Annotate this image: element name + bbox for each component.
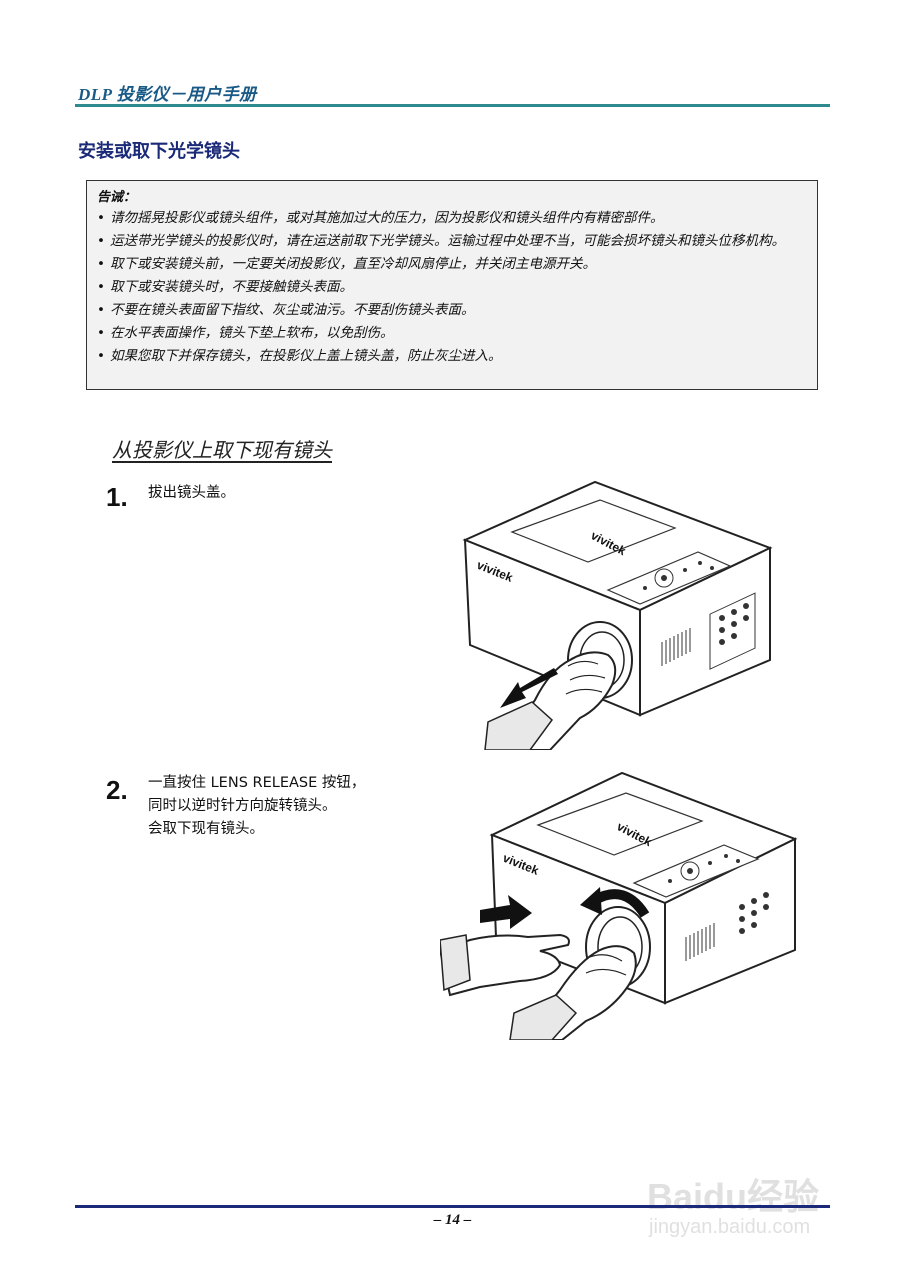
warning-label: 告诫： (97, 190, 137, 205)
step-1-number: 1. (106, 482, 128, 512)
step-1-text: 拔出镜头盖。 (148, 482, 235, 505)
warning-item: 如果您取下并保存镜头，在投影仪上盖上镜头盖，防止灰尘进入。 (97, 346, 807, 366)
watermark: Baidu经验 jingyan.baidu.com (643, 1150, 853, 1250)
warning-item: 取下或安装镜头时，不要接触镜头表面。 (97, 277, 807, 297)
projector-lens-cap-illustration: vivitek vivitek (462, 480, 773, 750)
watermark-url: jingyan.baidu.com (649, 1216, 811, 1238)
step-2-line: 会取下现有镜头。 (148, 821, 264, 837)
page-number: – 14 – (433, 1212, 472, 1228)
footer-rule (75, 1205, 830, 1208)
header-rule (75, 104, 830, 107)
warning-item: 不要在镜头表面留下指纹、灰尘或油污。不要刮伤镜头表面。 (97, 300, 807, 320)
step-2-line: 同时以逆时针方向旋转镜头。 (148, 798, 337, 814)
projector-lens-release-illustration: vivitek vivitek (440, 771, 798, 1040)
watermark-brand: Baidu经验 (647, 1176, 820, 1217)
header-title: DLP 投影仪－用户手册 (78, 85, 257, 104)
warning-item: 在水平表面操作，镜头下垫上软布，以免刮伤。 (97, 323, 807, 343)
section-heading: 安装或取下光学镜头 (78, 141, 240, 162)
warning-item: 取下或安装镜头前，一定要关闭投影仪，直至冷却风扇停止，并关闭主电源开关。 (97, 254, 807, 274)
step-2-line: 一直按住 LENS RELEASE 按钮， (148, 775, 366, 791)
step-1-line: 拔出镜头盖。 (148, 485, 235, 501)
step-2-text: 一直按住 LENS RELEASE 按钮， 同时以逆时针方向旋转镜头。 会取下现… (148, 772, 365, 841)
warning-list: 请勿摇晃投影仪或镜头组件，或对其施加过大的压力，因为投影仪和镜头组件内有精密部件… (97, 208, 807, 366)
warning-box: 告诫： 请勿摇晃投影仪或镜头组件，或对其施加过大的压力，因为投影仪和镜头组件内有… (86, 180, 818, 390)
procedure-subheading: 从投影仪上取下现有镜头 (112, 438, 332, 462)
warning-item: 请勿摇晃投影仪或镜头组件，或对其施加过大的压力，因为投影仪和镜头组件内有精密部件… (97, 208, 807, 228)
step-2-number: 2. (106, 775, 128, 805)
warning-item: 运送带光学镜头的投影仪时，请在运送前取下光学镜头。运输过程中处理不当，可能会损坏… (97, 231, 807, 251)
